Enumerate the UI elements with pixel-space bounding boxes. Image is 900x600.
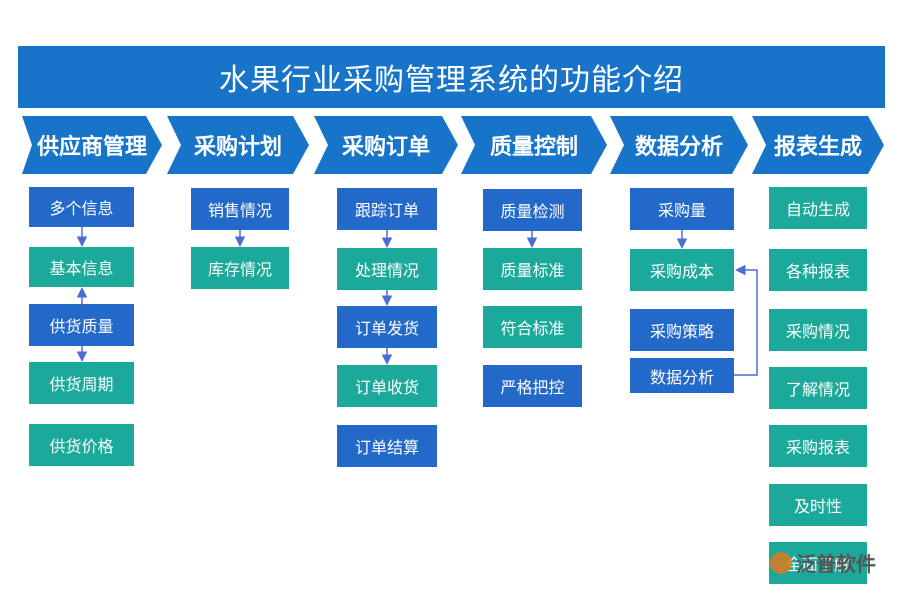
- node-auto-generate: 自动生成: [769, 187, 867, 229]
- node-strict-control: 严格把控: [483, 365, 582, 407]
- node-order-settlement: 订单结算: [337, 425, 437, 467]
- watermark: 泛普软件: [770, 548, 876, 577]
- watermark-text: 泛普软件: [796, 552, 876, 576]
- node-supply-price: 供货价格: [29, 424, 134, 466]
- node-order-receipt: 订单收货: [337, 365, 437, 407]
- node-order-shipment: 订单发货: [337, 306, 437, 348]
- node-quality-standard: 质量标准: [483, 248, 582, 290]
- node-supply-cycle: 供货周期: [29, 362, 134, 404]
- header-purchase-order: 采购订单: [314, 116, 458, 174]
- node-track-order: 跟踪订单: [337, 188, 437, 230]
- node-purchase-report: 采购报表: [769, 425, 867, 467]
- node-quality-inspection: 质量检测: [483, 189, 582, 231]
- node-timeliness: 及时性: [769, 484, 867, 526]
- node-multiple-info: 多个信息: [29, 187, 134, 227]
- node-inventory-status: 库存情况: [191, 247, 289, 289]
- node-various-reports: 各种报表: [769, 249, 867, 291]
- node-purchase-situation: 采购情况: [769, 309, 867, 351]
- node-sales-status: 销售情况: [191, 188, 289, 230]
- page-title: 水果行业采购管理系统的功能介绍: [18, 46, 885, 108]
- node-purchase-strategy: 采购策略: [630, 309, 734, 351]
- fanpu-logo-icon: [770, 551, 792, 574]
- header-quality-control: 质量控制: [461, 116, 607, 174]
- arrow-analysis-to-cost: [734, 264, 758, 376]
- node-meets-standard: 符合标准: [483, 306, 582, 348]
- header-report-generation: 报表生成: [752, 116, 884, 174]
- header-supplier-management: 供应商管理: [22, 116, 162, 174]
- node-supply-quality: 供货质量: [29, 304, 134, 346]
- node-purchase-volume: 采购量: [630, 188, 734, 230]
- node-processing-status: 处理情况: [337, 248, 437, 290]
- node-basic-info: 基本信息: [29, 247, 134, 287]
- header-data-analysis: 数据分析: [610, 116, 748, 174]
- node-purchase-cost: 采购成本: [630, 249, 734, 291]
- node-data-analysis: 数据分析: [630, 358, 734, 393]
- node-understand-situation: 了解情况: [769, 367, 867, 409]
- header-purchase-plan: 采购计划: [167, 116, 309, 174]
